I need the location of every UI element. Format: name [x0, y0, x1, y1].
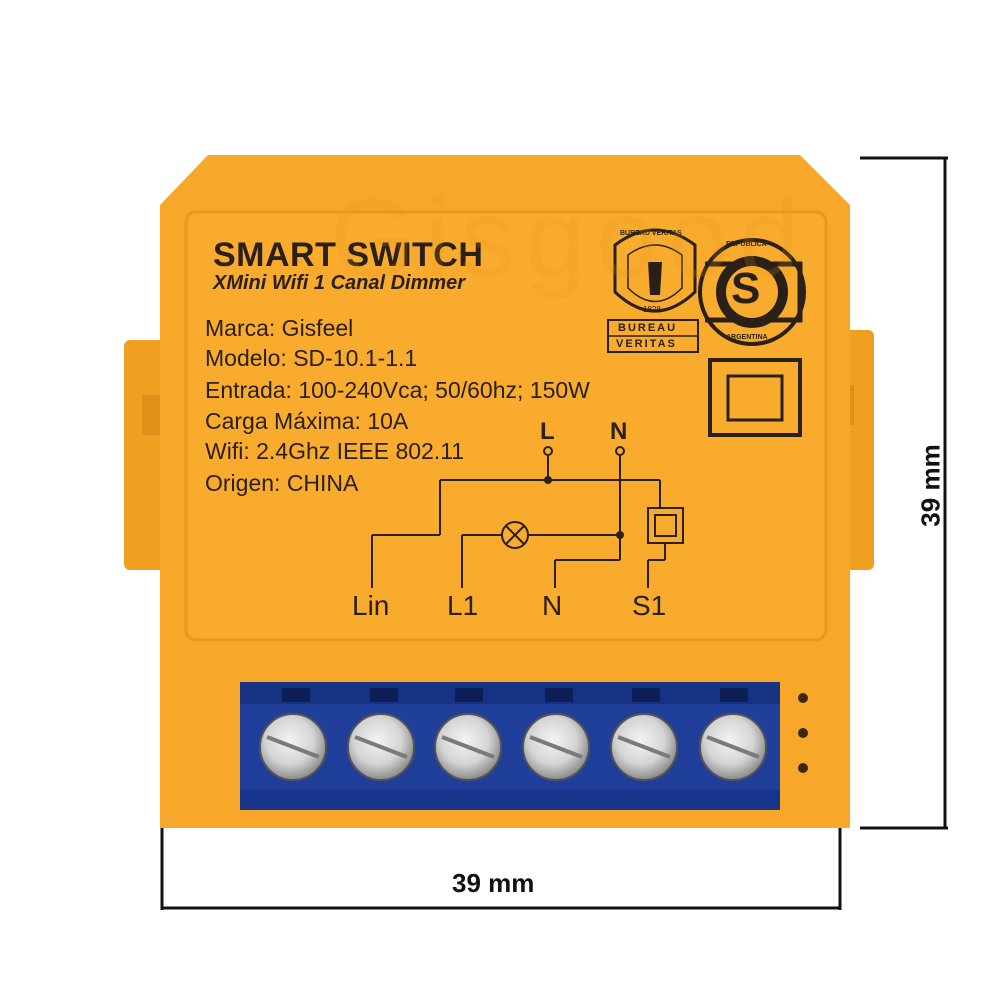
terminal-screw[interactable] [699, 713, 767, 781]
product-subtitle: XMini Wifi 1 Canal Dimmer [213, 272, 466, 294]
spec-origin: Origen: CHINA [205, 470, 359, 496]
spec-model: Modelo: SD-10.1-1.1 [205, 345, 418, 371]
terminal-screw[interactable] [610, 713, 678, 781]
s-mark-letter: S [731, 264, 761, 313]
terminal-label-l1: L1 [447, 590, 479, 621]
terminal-block [240, 682, 780, 810]
bv-year: 1828 [643, 305, 661, 314]
wire-label-n: N [610, 418, 628, 445]
s-mark-top: REPÚBLICA [726, 241, 767, 248]
s-mark-badge [698, 238, 806, 346]
terminal-screw[interactable] [259, 713, 327, 781]
terminal-screw[interactable] [434, 713, 502, 781]
dimension-lines [160, 156, 948, 910]
wire-label-l: L [540, 418, 555, 445]
pairing-button [708, 358, 802, 437]
bv-label-2: VERITAS [616, 338, 677, 350]
spec-wifi: Wifi: 2.4Ghz IEEE 802.11 [205, 438, 465, 464]
dimension-width: 39 mm [452, 868, 535, 898]
product-title: SMART SWITCH [213, 236, 484, 274]
bv-label-1: BUREAU [618, 322, 678, 334]
terminal-screw[interactable] [347, 713, 415, 781]
terminal-label-s1: S1 [632, 590, 667, 621]
terminal-label-n: N [542, 590, 563, 621]
watermark-text: Gisgood [330, 177, 810, 300]
bureau-veritas-badge [607, 228, 699, 353]
s-mark-bottom: ARGENTINA [726, 334, 768, 341]
bv-top-text: BUREAU VERITAS [620, 230, 682, 237]
spec-input: Entrada: 100-240Vca; 50/60hz; 150W [205, 377, 590, 403]
wiring-diagram [371, 446, 684, 588]
dimension-height: 39 mm [915, 444, 946, 527]
spec-brand: Marca: Gisfeel [205, 315, 354, 341]
terminal-screw[interactable] [522, 713, 590, 781]
terminal-label-lin: Lin [352, 590, 390, 621]
spec-max-load: Carga Máxima: 10A [205, 408, 409, 434]
